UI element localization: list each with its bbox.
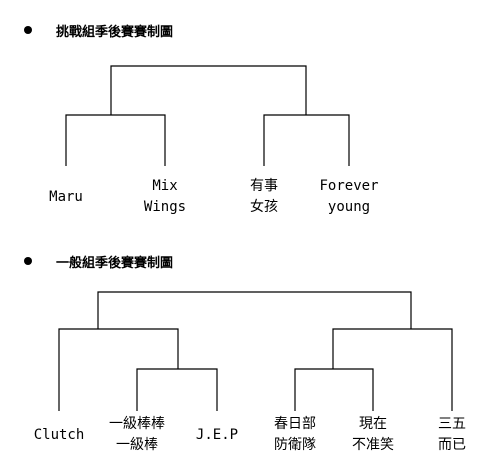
general-right-group-connector — [332, 328, 453, 411]
general-bracket-title: 一般組季後賽賽制圖 — [56, 256, 174, 271]
general-bullet — [24, 257, 32, 265]
general-team-chun-ri-bu: 春日部 防衛隊 — [274, 416, 316, 453]
challenge-left-semifinal-connector — [65, 114, 166, 166]
general-team-xian-zai: 現在 不准笑 — [352, 416, 394, 453]
general-right-inner-connector — [294, 368, 374, 411]
general-team-yi-ji-bang-bang: 一級棒棒 一級棒 — [109, 416, 165, 453]
challenge-team-you-shi-nv-hai: 有事 女孩 — [250, 178, 278, 215]
general-team-jep: J.E.P — [195, 427, 239, 443]
challenge-team-maru: Maru — [49, 189, 83, 205]
general-team-san-wu: 三五 而已 — [438, 416, 466, 453]
challenge-bullet — [24, 26, 32, 34]
general-left-group-connector — [58, 328, 179, 411]
challenge-team-forever-young: Forever young — [319, 178, 379, 215]
challenge-team-mix-wings: Mix Wings — [143, 178, 187, 215]
general-final-connector — [97, 291, 412, 329]
general-left-inner-connector — [136, 368, 218, 411]
challenge-bracket-title: 挑戰組季後賽賽制圖 — [56, 25, 174, 40]
challenge-right-semifinal-connector — [263, 114, 350, 166]
challenge-final-connector — [110, 65, 307, 115]
general-team-clutch: Clutch — [33, 427, 85, 443]
